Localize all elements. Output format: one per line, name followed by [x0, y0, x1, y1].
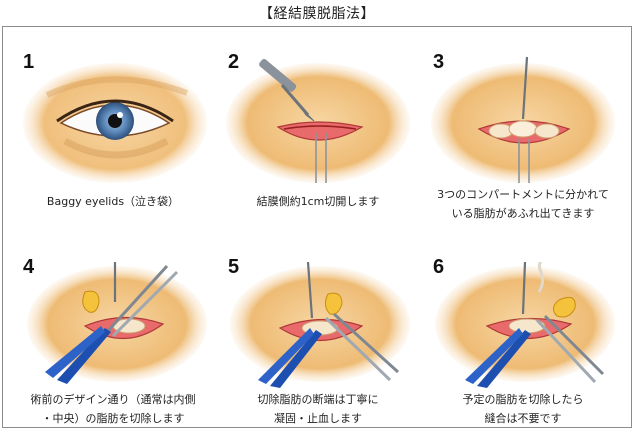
scissors-blade-a	[105, 264, 169, 334]
caption-line: 縫合は不要です	[484, 412, 562, 425]
step-number: 3	[433, 51, 445, 73]
scissors-blade-b	[111, 270, 179, 338]
fat-stump	[324, 292, 343, 315]
caption-line: 結膜側約1cm切開します	[256, 195, 380, 208]
retractor-top	[521, 57, 529, 120]
excised-fat	[82, 290, 100, 313]
forceps-second-arm	[45, 326, 105, 378]
fat-compartment-center	[508, 120, 538, 138]
forceps-second-arm	[258, 328, 314, 384]
step-caption: 結膜側約1cm切開します	[218, 192, 418, 211]
forceps	[270, 330, 322, 388]
step-caption: Baggy eyelids（泣き袋）	[13, 192, 213, 211]
retractor-top	[521, 262, 527, 315]
completion-illustration	[435, 262, 615, 388]
forceps	[477, 330, 531, 388]
eye-illustration	[23, 63, 207, 183]
step-3: 3 3つのコンパートメントに分かれて いる脂肪があふれ出てきます	[423, 29, 623, 220]
scissors-blade-b	[535, 318, 597, 384]
step-caption: 3つのコンパートメントに分かれて いる脂肪があふれ出てきます	[423, 185, 623, 223]
step-6: 6 予定の脂肪を切除したら 縫合は不要です	[423, 234, 623, 425]
retractor-top	[306, 262, 314, 319]
scalpel-shaft	[280, 84, 310, 116]
coagulation-illustration	[230, 262, 410, 388]
step-number: 2	[228, 51, 240, 73]
caption-line: 切除脂肪の断端は丁寧に	[257, 393, 379, 406]
upper-lid-line	[56, 99, 174, 123]
caption-line: 凝固・止血します	[274, 412, 362, 425]
step-1: 1 Baggy	[13, 29, 213, 219]
caption-line: 3つのコンパートメントに分かれて	[437, 188, 609, 201]
forceps	[57, 328, 111, 384]
step-caption: 術前のデザイン通り（通常は内側 ・中央）の脂肪を切除します	[13, 390, 213, 428]
step-2: 2 結膜側約1cm切開します	[218, 29, 418, 219]
eye-highlight	[117, 112, 123, 118]
step-5: 5 切除脂肪の断端は丁寧に 凝固・止血します	[218, 234, 418, 425]
bipolar-tip-b	[324, 316, 392, 382]
caption-line: 予定の脂肪を切除したら	[462, 393, 584, 406]
step-4: 4 術前のデザイン通り（通常は内側 ・中央）の脂肪を切除します	[13, 234, 213, 425]
page-title: 【経結膜脱脂法】	[259, 6, 375, 22]
step-caption: 予定の脂肪を切除したら 縫合は不要です	[423, 390, 623, 428]
fat-compartment-right	[534, 123, 560, 139]
fat-protrusion-illustration	[431, 57, 615, 183]
smoke-trail	[537, 262, 545, 293]
caption-line: Baggy eyelids（泣き袋）	[46, 195, 180, 208]
incision-illustration	[226, 59, 410, 183]
step-number: 1	[23, 51, 35, 73]
step-caption: 切除脂肪の断端は丁寧に 凝固・止血します	[218, 390, 418, 428]
diagram-frame: 1 Baggy	[2, 26, 632, 428]
caption-line: ・中央）の脂肪を切除します	[41, 412, 185, 425]
baggy-lower-lid	[63, 137, 169, 159]
excised-fat	[553, 296, 576, 318]
eyebrow-shadow	[45, 76, 189, 98]
caption-line: いる脂肪があふれ出てきます	[451, 207, 595, 220]
scalpel-handle	[259, 59, 297, 92]
scissors-blade-a	[543, 314, 605, 376]
step-number: 4	[23, 256, 35, 278]
caption-line: 術前のデザイン通り（通常は内側	[30, 393, 196, 406]
step-number: 6	[433, 256, 445, 278]
step-number: 5	[228, 256, 240, 278]
incision-line	[283, 125, 357, 130]
bipolar-tip-a	[332, 312, 400, 374]
forceps-second-arm	[465, 328, 523, 384]
fat-excision-illustration	[27, 262, 207, 384]
